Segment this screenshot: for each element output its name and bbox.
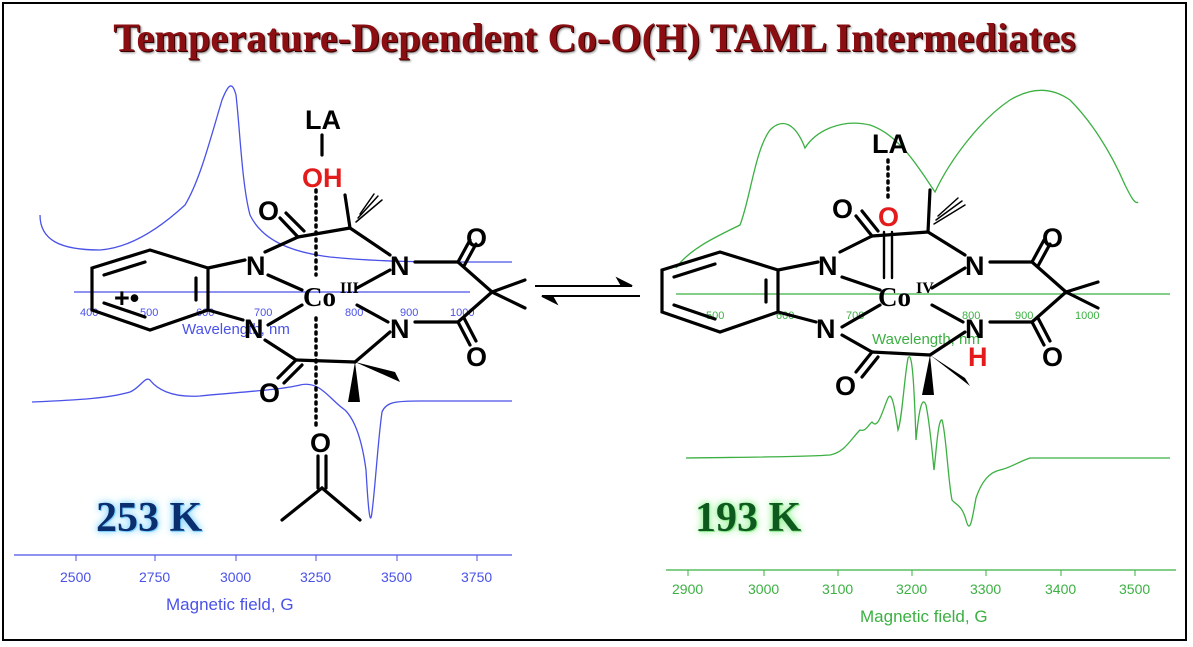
right-epr-tick: 3200: [896, 581, 927, 597]
right-uv-tick: 700: [846, 310, 864, 322]
right-epr-curve: [685, 356, 1170, 527]
left-uv-spectrum: [39, 85, 512, 293]
right-epr-tick: 3400: [1045, 581, 1076, 597]
right-epr-axis-label: Magnetic field, G: [860, 607, 988, 626]
left-molecule: [90, 133, 527, 522]
left-temperature-label: 253 K: [96, 495, 203, 541]
right-n-label: N: [965, 251, 985, 281]
right-uv-tick: 800: [962, 310, 980, 322]
right-molecule-labels: LA O N N N N O O O O Co IV H: [816, 129, 1063, 401]
figure-title: Temperature-Dependent Co-O(H) TAML Inter…: [113, 15, 1076, 60]
right-epr-tick: 3100: [822, 581, 853, 597]
left-oxidation-state: III: [340, 280, 359, 297]
left-epr-tick: 2500: [60, 569, 91, 585]
left-epr-tick: 3250: [300, 569, 331, 585]
right-epr-spectrum: [666, 356, 1176, 571]
left-la-label: LA: [305, 105, 341, 135]
right-o-label: O: [835, 371, 856, 401]
right-oxidation-state: IV: [916, 280, 934, 297]
left-uv-tick: 400: [80, 307, 98, 319]
right-uv-tick: 1000: [1075, 310, 1099, 322]
left-n-label: N: [390, 251, 410, 281]
left-n-label: N: [244, 314, 264, 344]
left-oh-label: OH: [302, 163, 343, 193]
right-uv-spectrum: [675, 89, 1170, 295]
right-o-axial-label: O: [878, 202, 899, 232]
left-uv-tick: 700: [254, 307, 272, 319]
right-uv-axis-label: Wavelength, nm: [872, 331, 980, 348]
left-epr-tick: 3500: [381, 569, 412, 585]
left-co-label: Co: [303, 282, 336, 312]
right-n-label: N: [816, 314, 836, 344]
left-uv-tick: 800: [345, 307, 363, 319]
left-epr-tick: 3000: [220, 569, 251, 585]
right-la-label: LA: [872, 129, 908, 159]
right-temperature-label: 193 K: [695, 495, 802, 541]
right-epr-ticks: 2900 3000 3100 3200 3300 3400 3500 Magne…: [672, 570, 1150, 626]
left-uv-curve: [39, 85, 512, 263]
right-epr-tick: 2900: [672, 581, 703, 597]
left-epr-curve: [31, 378, 512, 519]
left-o-label: O: [466, 342, 487, 372]
equilibrium-arrows-icon: [535, 276, 640, 306]
right-n-label: N: [965, 314, 985, 344]
left-epr-ticks: 2500 2750 3000 3250 3500 3750 Magnetic f…: [60, 555, 492, 614]
right-o-label: O: [832, 194, 853, 224]
left-epr-spectrum: [14, 378, 512, 556]
left-epr-tick: 3750: [461, 569, 492, 585]
left-uv-tick: 900: [400, 307, 418, 319]
left-uv-tick: 1000: [450, 307, 474, 319]
right-molecule: [660, 158, 1100, 395]
right-uv-curve: [675, 89, 1139, 269]
left-epr-tick: 2750: [139, 569, 170, 585]
left-o-label: O: [310, 428, 331, 458]
right-epr-tick: 3300: [970, 581, 1001, 597]
right-uv-tick: 900: [1015, 310, 1033, 322]
left-epr-axis-label: Magnetic field, G: [166, 595, 294, 614]
left-o-label: O: [466, 223, 487, 253]
left-molecule-labels: LA OH N N N N O O O O O Co III +•: [114, 105, 487, 458]
left-o-label: O: [258, 196, 279, 226]
right-epr-tick: 3000: [748, 581, 779, 597]
left-radical-label: +•: [114, 283, 139, 313]
right-o-label: O: [1042, 342, 1063, 372]
left-o-label: O: [259, 378, 280, 408]
left-n-label: N: [246, 251, 266, 281]
right-n-label: N: [818, 251, 838, 281]
left-n-label: N: [390, 314, 410, 344]
left-uv-axis-label: Wavelength, nm: [182, 321, 290, 338]
right-o-label: O: [1042, 223, 1063, 253]
right-co-label: Co: [878, 282, 911, 312]
right-proton-label: H: [968, 342, 988, 372]
right-epr-tick: 3500: [1119, 581, 1150, 597]
